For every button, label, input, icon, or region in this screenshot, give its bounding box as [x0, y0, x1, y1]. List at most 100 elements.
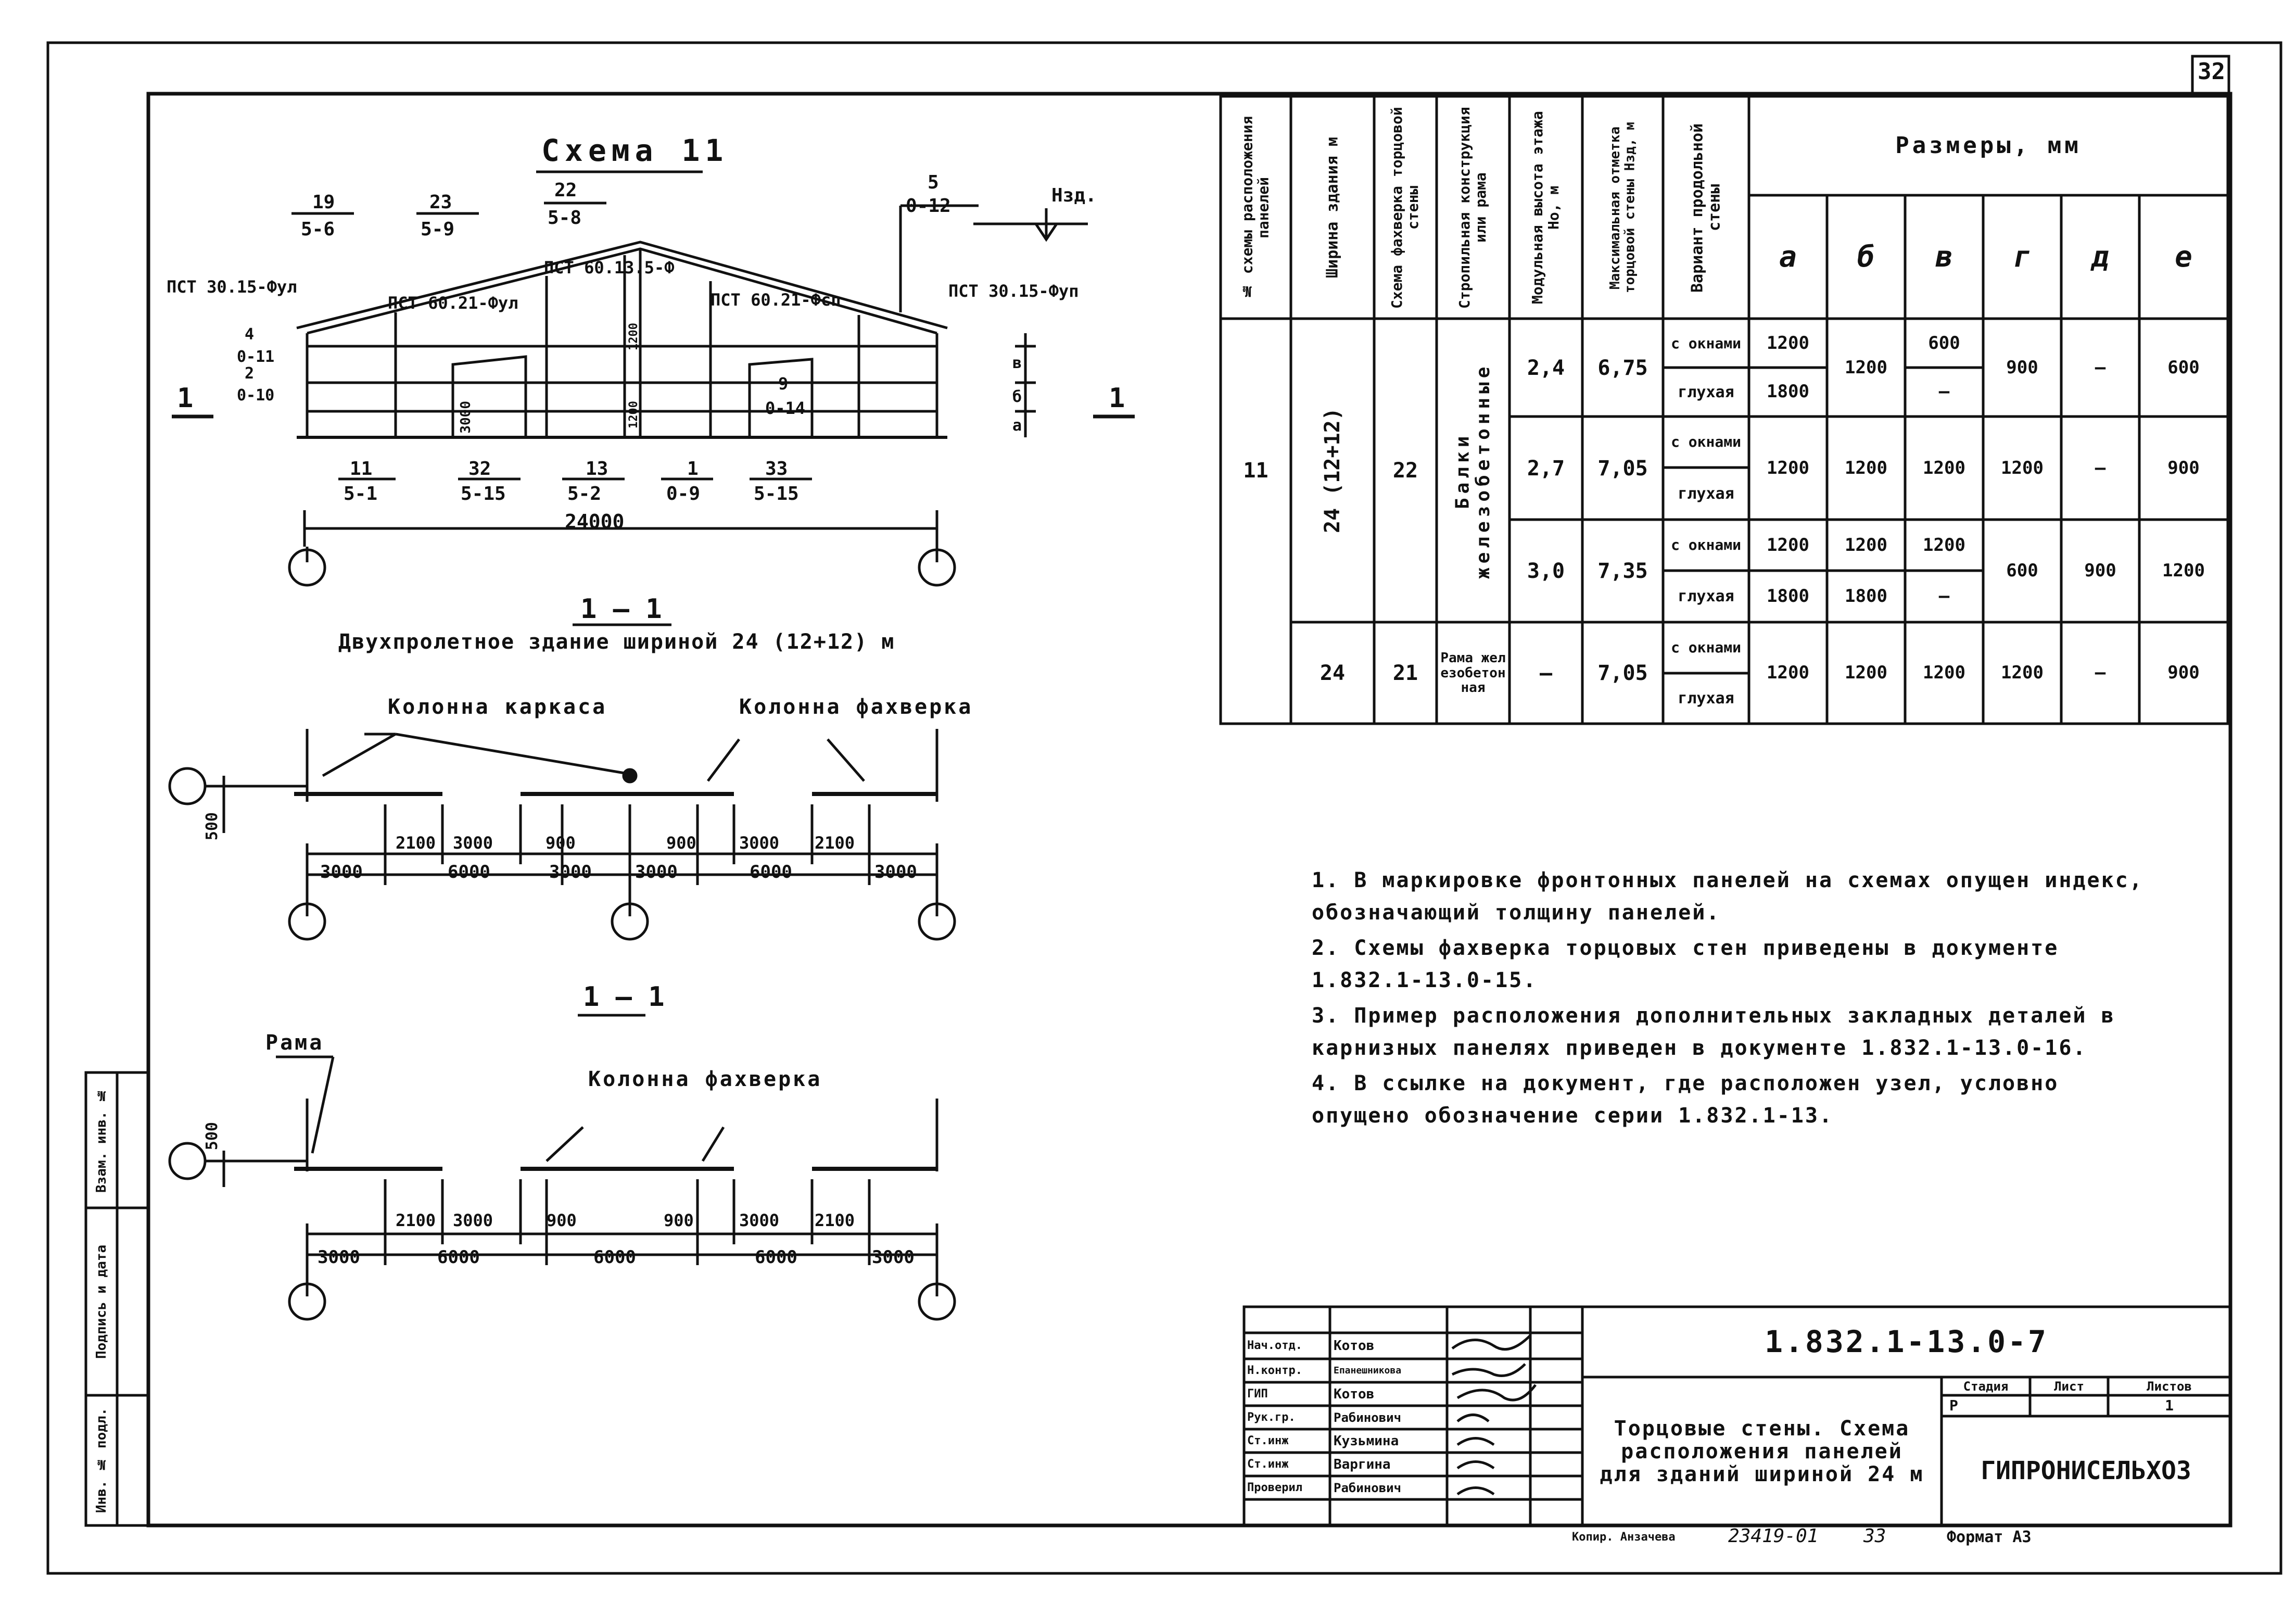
signature-2 — [1451, 1363, 1526, 1377]
role-label: Проверил — [1247, 1481, 1302, 1494]
fraction-den: 0-12 — [906, 195, 951, 217]
label-frame: Рама — [265, 1031, 324, 1055]
section-mark-left: 1 — [177, 383, 194, 414]
lower-dim: 6000 — [750, 862, 792, 882]
plan-section-2 — [168, 1055, 956, 1321]
cell-variant: глухая — [1678, 383, 1734, 401]
fraction-den: 5-9 — [421, 219, 455, 240]
cell-e: 600 — [2167, 357, 2200, 378]
fraction-den: 5-15 — [461, 483, 506, 504]
page-number-box — [2191, 55, 2230, 95]
lower-dim: 3000 — [635, 862, 678, 882]
cell-v: 600 — [1928, 333, 1960, 354]
upper-dim: 900 — [666, 833, 696, 853]
section-caption-1: 1 — 1 — [580, 594, 662, 625]
doc-code: 1.832.1-13.0-7 — [1765, 1323, 2048, 1359]
stage-value: Р — [1949, 1396, 1958, 1414]
stamp-inv-no: Инв. № подл. — [94, 1407, 110, 1513]
fraction-num: 22 — [554, 180, 577, 201]
cell-g: 900 — [2006, 357, 2038, 378]
size-col-a: а — [1779, 240, 1797, 274]
fraction-num: 19 — [312, 192, 335, 213]
cell-floor-height: 3,0 — [1527, 559, 1565, 583]
role-label: Ст.инж — [1247, 1457, 1289, 1471]
facade-elevation — [172, 170, 1135, 626]
cell-d: — — [2095, 357, 2106, 378]
cell-e: 900 — [2167, 662, 2200, 684]
upper-dim: 3000 — [453, 1210, 493, 1230]
signature-5 — [1456, 1437, 1495, 1446]
dim-v: в — [1012, 354, 1022, 372]
cell-b: 1200 — [1845, 457, 1887, 478]
section-mark-right: 1 — [1109, 383, 1125, 414]
col-header-floor-height: Модульная высота этажа Но, м — [1529, 111, 1562, 305]
table-grid — [1219, 95, 2229, 725]
cell-variant: с окнами — [1671, 433, 1741, 451]
organization: ГИПРОНИСЕЛЬХОЗ — [1981, 1456, 2191, 1485]
fraction-den: 0-9 — [666, 483, 701, 504]
cell-b: 1200 — [1845, 357, 1887, 378]
col-header-structure: Стропильная конструкция или рама — [1456, 107, 1489, 309]
size-header: Размеры, мм — [1895, 132, 2082, 159]
cell-b: 1200 — [1845, 662, 1887, 684]
upper-dim: 2100 — [396, 833, 436, 853]
person-name: Рабинович — [1334, 1480, 1402, 1495]
col-header-wall-variant: Вариант продольной стены — [1688, 123, 1724, 293]
paper-format: Формат А3 — [1947, 1528, 2032, 1546]
cell-floor-height: 2,7 — [1527, 456, 1565, 481]
fraction-num: 2 — [245, 364, 255, 383]
label-column-frame: Колонна каркаса — [388, 695, 607, 719]
role-label: Рук.гр. — [1247, 1410, 1296, 1424]
note-2: 2. Схемы фахверка торцовых стен приведен… — [1312, 936, 2059, 992]
cell-g: 1200 — [2001, 457, 2044, 478]
col-header-width: Ширина здания м — [1323, 137, 1342, 279]
role-label: ГИП — [1247, 1387, 1268, 1400]
lower-dim: 3000 — [318, 1247, 360, 1268]
notes-block: 1. В маркировке фронтонных панелей на сх… — [1312, 864, 2145, 1135]
fraction-den: 5-15 — [754, 483, 799, 504]
fraction-den: 5-1 — [344, 483, 378, 504]
cell-structure: Балки железобетонные — [1452, 362, 1494, 579]
cell-v: 1200 — [1923, 534, 1965, 556]
lower-dim: 6000 — [448, 862, 490, 882]
stamp-replace-inv: Взам. инв. № — [94, 1087, 110, 1193]
size-col-b: б — [1857, 240, 1875, 274]
cell-e: 900 — [2167, 457, 2200, 478]
title-block-grid — [1242, 1305, 2232, 1527]
fraction-num: 32 — [468, 458, 491, 480]
cell-floor-height: — — [1539, 661, 1553, 685]
fraction-num: 5 — [928, 172, 939, 193]
dim-panel: 1200 — [627, 401, 640, 428]
signature-3 — [1456, 1384, 1537, 1402]
lower-dim: 6000 — [437, 1247, 480, 1268]
note-3: 3. Пример расположения дополнительных за… — [1312, 1004, 2115, 1060]
dim-panel: 1200 — [627, 323, 640, 350]
panel-label-4: ПСТ 60.21-Фсп — [711, 290, 841, 310]
cell-a: 1200 — [1767, 662, 1809, 684]
dim-b: б — [1012, 388, 1022, 406]
cell-b: 1800 — [1845, 585, 1887, 607]
dim-opening: 3000 — [458, 401, 474, 434]
fraction-num: 11 — [350, 458, 373, 480]
cell-a: 1800 — [1767, 585, 1809, 607]
fraction-den: 0-10 — [237, 386, 275, 405]
cell-a: 1800 — [1767, 381, 1809, 402]
plan-section-1 — [168, 729, 956, 1017]
upper-dim: 2100 — [396, 1210, 436, 1230]
cell-a: 1200 — [1767, 333, 1809, 354]
upper-dim: 2100 — [815, 833, 855, 853]
upper-dim: 3000 — [739, 1210, 780, 1230]
dim-a: a — [1012, 417, 1022, 435]
col-header-fachwerk: Схема фахверка торцовой стены — [1388, 107, 1422, 309]
fraction-num: 9 — [778, 374, 789, 394]
cell-width: 24 — [1320, 661, 1346, 685]
cell-max-mark: 7,35 — [1597, 559, 1648, 583]
cell-fachwerk: 21 — [1392, 661, 1418, 685]
cell-v: — — [1938, 585, 1950, 607]
cell-scheme-no: 11 — [1243, 459, 1268, 483]
panel-label-3: ПСТ 60.13.5-Ф — [544, 258, 675, 277]
cell-v: 1200 — [1923, 662, 1965, 684]
upper-dim: 900 — [664, 1210, 694, 1230]
stage-label: Стадия — [1963, 1379, 2009, 1394]
